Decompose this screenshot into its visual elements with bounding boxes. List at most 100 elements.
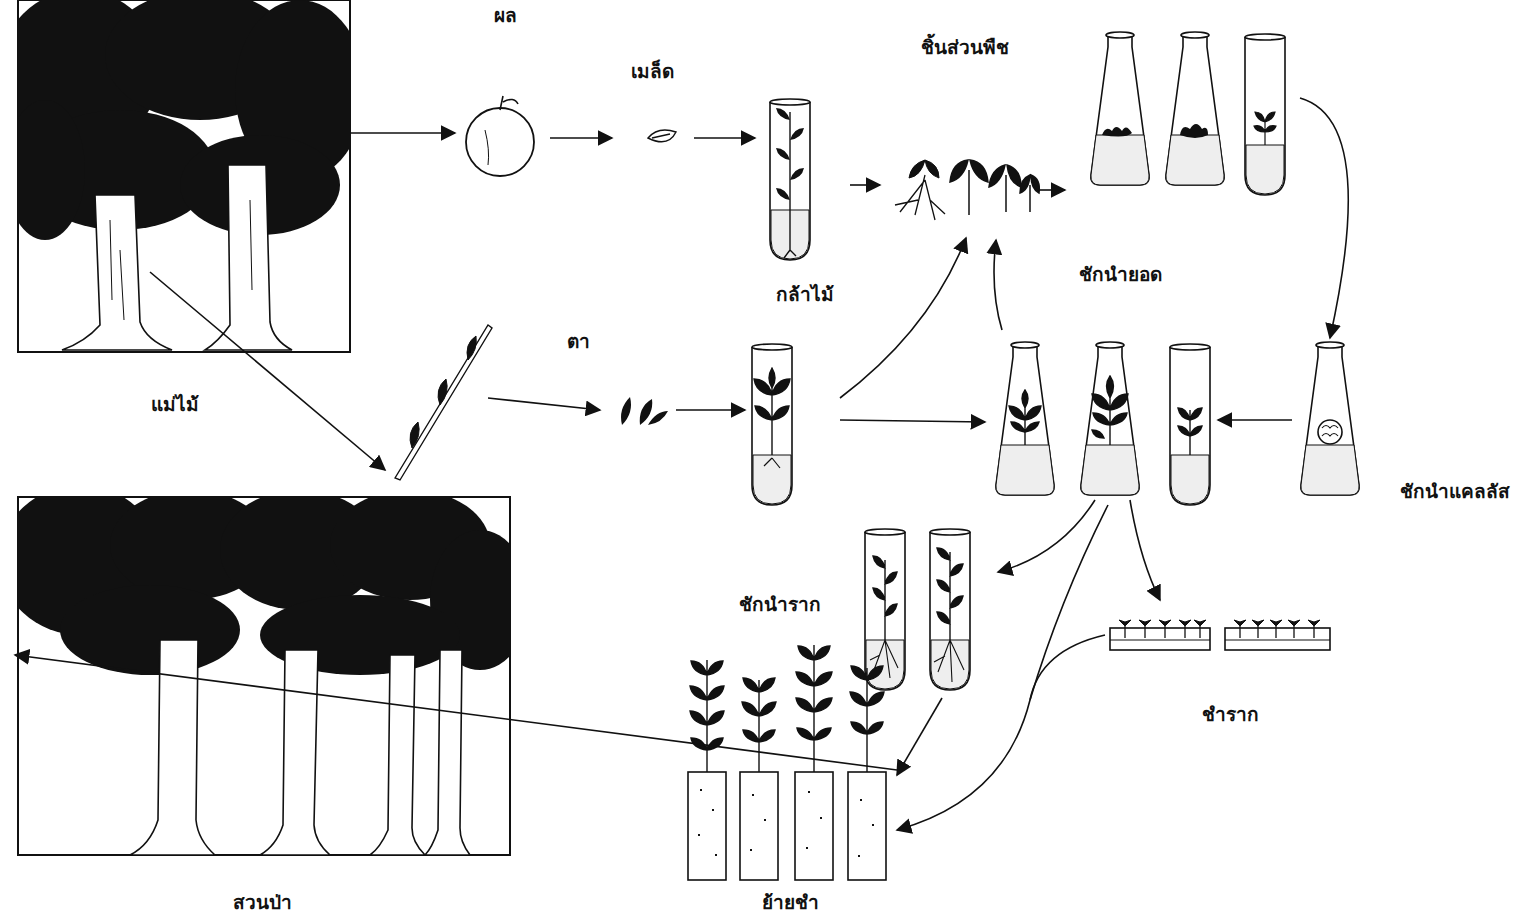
drawing-part <box>1125 624 1314 638</box>
bud-culture-tube <box>752 344 792 505</box>
drawing-part <box>1318 420 1342 444</box>
stage-label: กล้าไม้ <box>776 283 834 307</box>
process-arrow <box>897 635 1105 830</box>
drawing-part <box>1301 342 1359 495</box>
process-arrow <box>897 698 942 775</box>
multiplication-vessels <box>996 342 1210 505</box>
drawing-part <box>1218 419 1292 421</box>
drawing-part <box>395 325 492 480</box>
drawing-part <box>865 529 905 690</box>
potted-seedlings <box>688 645 886 880</box>
drawing-part <box>909 160 939 178</box>
shoot-induction-vessels <box>1091 32 1285 195</box>
drawing-part <box>485 130 489 165</box>
drawing-part <box>410 336 476 448</box>
drawing-part <box>1091 32 1149 185</box>
drawing-part <box>425 650 470 855</box>
drawing-part <box>796 645 832 772</box>
stage-node: ชักนำราก <box>722 520 997 698</box>
forest-picture <box>0 485 530 855</box>
stage-label: ผล <box>494 4 517 28</box>
stage-label: ชิ้นส่วนพืช <box>921 36 1009 60</box>
drawing-part <box>690 660 724 772</box>
drawing-part <box>795 772 833 880</box>
stage-node: ตา <box>555 325 680 430</box>
rooting-trays <box>1110 620 1330 650</box>
drawing-part <box>1180 124 1208 138</box>
process-arrow <box>1040 189 1065 191</box>
drawing-part <box>740 772 778 880</box>
drawing-part <box>1092 376 1128 445</box>
process-arrows <box>150 238 1292 700</box>
stage-label: ชักนำแคลลัส <box>1400 480 1510 504</box>
drawing-part <box>488 398 600 410</box>
seed-picture <box>648 130 676 142</box>
drawing-part <box>18 100 85 240</box>
drawing-part <box>370 655 425 855</box>
process-arrow <box>15 655 897 770</box>
stage-node: ชิ้นส่วนพืช <box>880 30 1040 230</box>
drawing-part <box>937 548 963 640</box>
drawing-part <box>18 0 350 240</box>
drawing-part <box>1166 32 1224 185</box>
drawing-part <box>873 556 897 640</box>
drawing-part <box>989 165 1021 212</box>
drawing-part <box>848 772 886 880</box>
drawing-part <box>466 108 534 176</box>
stage-node: ชักนำแคลลัส <box>1292 338 1525 508</box>
callus-flask <box>1301 342 1359 495</box>
drawing-part <box>500 96 518 110</box>
branch-cutting <box>395 325 492 480</box>
seedling-tube <box>770 99 810 260</box>
drawing-part <box>1178 408 1202 455</box>
stage-node: กล้าไม้ <box>755 95 850 310</box>
drawing-part <box>895 175 945 220</box>
drawing-part <box>205 165 292 350</box>
drawing-part <box>688 772 726 880</box>
drawing-part <box>930 529 970 690</box>
drawing-part <box>998 500 1095 572</box>
bud-picture <box>621 397 668 425</box>
drawing-part <box>742 678 776 772</box>
fruit-picture <box>466 96 534 176</box>
drawing-part <box>840 420 985 422</box>
drawing-part <box>1009 390 1041 445</box>
explant-pieces <box>895 160 1039 220</box>
drawing-part <box>62 195 172 350</box>
drawing-part <box>754 368 790 455</box>
stage-label: ย้ายชำ <box>762 891 819 915</box>
drawing-part <box>994 240 1002 330</box>
drawing-part <box>260 650 330 855</box>
process-arrow <box>350 132 455 134</box>
drawing-part <box>996 342 1054 495</box>
drawing-part <box>1020 175 1039 212</box>
process-arrow <box>694 137 755 139</box>
drawing-part <box>1102 127 1132 137</box>
stage-node: ผล <box>455 0 550 180</box>
drawing-part <box>934 640 964 682</box>
stage-label: เมล็ด <box>631 60 674 84</box>
stage-label: ชักนำราก <box>739 593 821 617</box>
drawing-part <box>770 99 810 260</box>
stage-node: ชักนำยอด <box>1065 28 1300 293</box>
stage-label: แม่ไม้ <box>151 393 199 417</box>
stage-node: ย้ายชำ <box>675 625 897 920</box>
stage-node: ชำราก <box>1105 600 1337 730</box>
drawing-part <box>950 160 988 215</box>
stage-label: ตา <box>567 330 590 354</box>
drawing-part <box>850 666 884 772</box>
process-arrow <box>1300 98 1348 338</box>
drawing-part <box>1170 344 1210 505</box>
stage-label: สวนป่า <box>233 891 292 915</box>
drawing-part <box>1081 342 1139 495</box>
stage-label: ชำราก <box>1202 703 1259 727</box>
process-arrow <box>550 137 612 139</box>
drawing-part <box>18 497 510 675</box>
stage-node: เมล็ด <box>612 55 694 160</box>
drawing-part <box>1322 426 1338 437</box>
stage-node: สวนป่า <box>15 495 515 920</box>
process-arrow <box>850 184 880 186</box>
